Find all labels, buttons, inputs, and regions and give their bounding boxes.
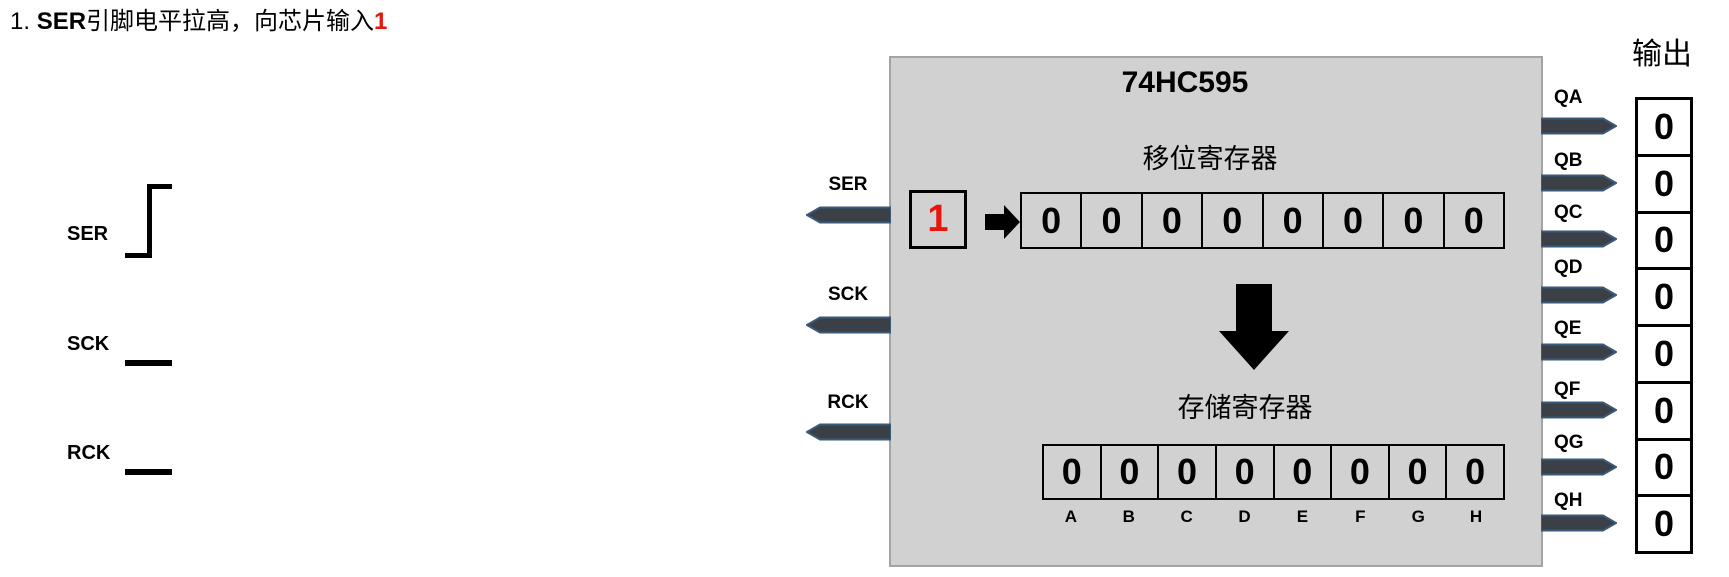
shift-cell: 0 — [1203, 194, 1264, 247]
shift-cell: 0 — [1022, 194, 1083, 247]
pin-label-qb: QB — [1554, 150, 1583, 171]
ser-waveform-high-segment — [147, 184, 172, 189]
timing-label-rck: RCK — [67, 442, 111, 464]
output-cell: 0 — [1638, 100, 1690, 157]
sck-waveform-low-segment — [125, 360, 172, 366]
pin-label-rck: RCK — [827, 392, 869, 413]
pin-label-qf: QF — [1554, 379, 1581, 400]
storage-cell: 0 — [1102, 446, 1160, 498]
pin-label-qa: QA — [1554, 87, 1583, 108]
timing-label-sck: SCK — [67, 333, 110, 355]
pin-label-qg: QG — [1554, 432, 1584, 453]
pin-arrow-right-icon — [1541, 174, 1617, 192]
bit-label: E — [1296, 507, 1309, 526]
pin-arrow-right-icon — [1541, 117, 1617, 135]
pin-arrow-right-icon — [1541, 514, 1617, 532]
storage-cell: 0 — [1159, 446, 1217, 498]
rck-waveform-low-segment — [125, 469, 172, 475]
transfer-down-arrow-icon — [1219, 284, 1289, 370]
pin-label-qh: QH — [1554, 490, 1583, 511]
ser-waveform-rising-edge — [147, 184, 152, 258]
input-bit-box: 1 — [909, 190, 967, 249]
pin-arrow-right-icon — [1541, 343, 1617, 361]
shift-register-label: 移位寄存器 — [1142, 144, 1278, 174]
step-description: 1. SER引脚电平拉高，向芯片输入1 — [10, 6, 387, 38]
pin-label-qd: QD — [1554, 257, 1583, 278]
header-pin-name: SER — [36, 8, 87, 35]
storage-cell: 0 — [1217, 446, 1275, 498]
pin-label-sck: SCK — [827, 284, 869, 305]
pin-label-ser: SER — [828, 174, 868, 195]
bit-label: H — [1469, 507, 1483, 526]
output-cell: 0 — [1638, 214, 1690, 271]
shift-cell: 0 — [1463, 199, 1484, 241]
output-cell: 0 — [1638, 270, 1690, 327]
storage-cell: 0 — [1044, 446, 1102, 498]
shift-cell: 0 — [1143, 194, 1204, 247]
pin-arrow-left-icon — [806, 206, 891, 224]
bit-label: A — [1064, 507, 1078, 526]
shift-cell: 0 — [1264, 194, 1324, 247]
bit-label: C — [1180, 507, 1193, 526]
bit-label: D — [1238, 507, 1251, 526]
bit-label: B — [1122, 507, 1135, 526]
output-cell: 0 — [1638, 384, 1690, 441]
pin-arrow-right-icon — [1541, 458, 1617, 476]
pin-arrow-right-icon — [1541, 286, 1617, 304]
output-cell: 0 — [1638, 441, 1690, 498]
pin-arrow-left-icon — [806, 423, 891, 441]
shift-cell: 0 — [1384, 194, 1445, 247]
storage-register-label: 存储寄存器 — [1177, 393, 1313, 423]
pin-label-qc: QC — [1554, 202, 1583, 223]
storage-cell: 0 — [1465, 451, 1486, 492]
output-cell: 0 — [1653, 503, 1675, 545]
chip-74hc595: 74HC595 移位寄存器 1 0 0 0 0 0 0 0 0 存储寄存器 0 … — [889, 56, 1543, 567]
bit-label: F — [1355, 507, 1366, 526]
storage-bit-labels: A B C D E F G H — [1042, 504, 1505, 530]
timing-label-ser: SER — [67, 223, 109, 245]
storage-register-row: 0 0 0 0 0 0 0 0 — [1042, 444, 1505, 500]
step-number: 1. — [10, 8, 37, 35]
shift-register-row: 0 0 0 0 0 0 0 0 — [1020, 192, 1505, 249]
storage-cell: 0 — [1332, 446, 1390, 498]
header-input-value: 1 — [374, 8, 388, 35]
pin-label-qe: QE — [1554, 318, 1582, 339]
shift-in-arrow-icon — [985, 205, 1020, 239]
output-cell: 0 — [1638, 157, 1690, 214]
storage-cell: 0 — [1390, 446, 1448, 498]
ser-waveform-low-segment — [125, 253, 152, 258]
input-bit-value: 1 — [927, 198, 949, 240]
output-title: 输出 — [1632, 38, 1692, 71]
pin-arrow-left-icon — [806, 316, 891, 334]
output-column: 0 0 0 0 0 0 0 0 — [1635, 97, 1693, 554]
header-text: 引脚电平拉高，向芯片输入 — [86, 8, 375, 35]
shift-cell: 0 — [1324, 194, 1385, 247]
pin-arrow-right-icon — [1541, 230, 1617, 248]
pin-arrow-right-icon — [1541, 401, 1617, 419]
chip-title: 74HC595 — [1121, 66, 1249, 99]
bit-label: G — [1411, 507, 1425, 526]
output-cell: 0 — [1638, 327, 1690, 384]
storage-cell: 0 — [1275, 446, 1333, 498]
shift-cell: 0 — [1082, 194, 1143, 247]
